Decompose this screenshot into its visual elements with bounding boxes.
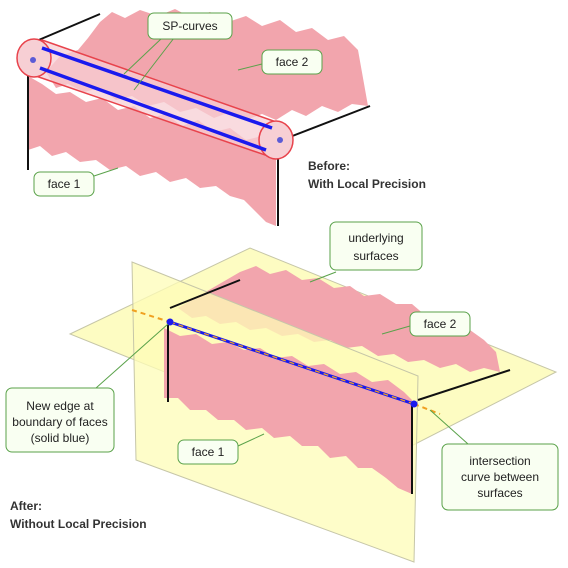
callout-face-1-top: face 1	[33, 167, 119, 197]
face-1-bottom	[164, 328, 412, 494]
intersection-curve-left	[131, 309, 171, 323]
after-illustration: underlying surfaces face 2 New edge at b…	[5, 221, 559, 563]
edge-bottom-right-diagonal	[417, 369, 511, 401]
face-2-bottom	[178, 266, 500, 372]
callout-face-2-top: face 2	[237, 49, 323, 75]
callout-underlying-surfaces: underlying surfaces	[309, 221, 423, 283]
callout-new-edge-line3: (solid blue)	[31, 431, 90, 445]
callout-intersection-curve: intersection curve between surfaces	[429, 409, 559, 511]
edge-bottom-left-diagonal	[169, 279, 241, 309]
vertex-left	[30, 57, 36, 63]
callout-face-1-bottom-label: face 1	[192, 445, 225, 459]
caption-after-line2: Without Local Precision	[10, 517, 147, 531]
sp-curve-lower	[39, 66, 267, 152]
callout-face-2-bottom-label: face 2	[424, 317, 457, 331]
callout-underlying-line2: surfaces	[353, 249, 398, 263]
caption-before-line1: Before:	[308, 159, 350, 173]
sp-curve-upper	[41, 46, 273, 130]
vertex-bottom-left	[166, 318, 174, 326]
face-1-top	[28, 76, 276, 226]
callout-face-2-bottom: face 2	[381, 311, 471, 337]
caption-after-line1: After:	[10, 499, 42, 513]
callout-new-edge: New edge at boundary of faces (solid blu…	[5, 323, 169, 453]
intersection-curve-overlay	[169, 321, 415, 405]
callout-face-1-bottom: face 1	[177, 433, 265, 465]
callout-face-1-top-label: face 1	[48, 177, 81, 191]
vertex-right	[277, 137, 283, 143]
edge-top-right-diagonal	[281, 105, 371, 141]
callout-sp-curves: SP-curves	[123, 12, 233, 91]
callout-face-2-top-label: face 2	[276, 55, 309, 69]
vertex-bottom-right	[410, 400, 418, 408]
callout-new-edge-line1: New edge at	[26, 399, 94, 413]
intersection-curve-right	[413, 403, 441, 415]
callout-underlying-line1: underlying	[348, 231, 403, 245]
callout-intersection-line1: intersection	[469, 454, 530, 468]
tube-end-right	[258, 120, 294, 160]
callout-new-edge-line2: boundary of faces	[12, 415, 107, 429]
callout-intersection-line2: curve between	[461, 470, 539, 484]
callout-intersection-line3: surfaces	[477, 486, 522, 500]
caption-before-line2: With Local Precision	[308, 177, 426, 191]
callout-sp-curves-label: SP-curves	[162, 19, 217, 33]
before-illustration: SP-curves face 2 face 1 Before: With Loc…	[16, 9, 426, 226]
edge-top-left-diagonal	[33, 13, 101, 43]
